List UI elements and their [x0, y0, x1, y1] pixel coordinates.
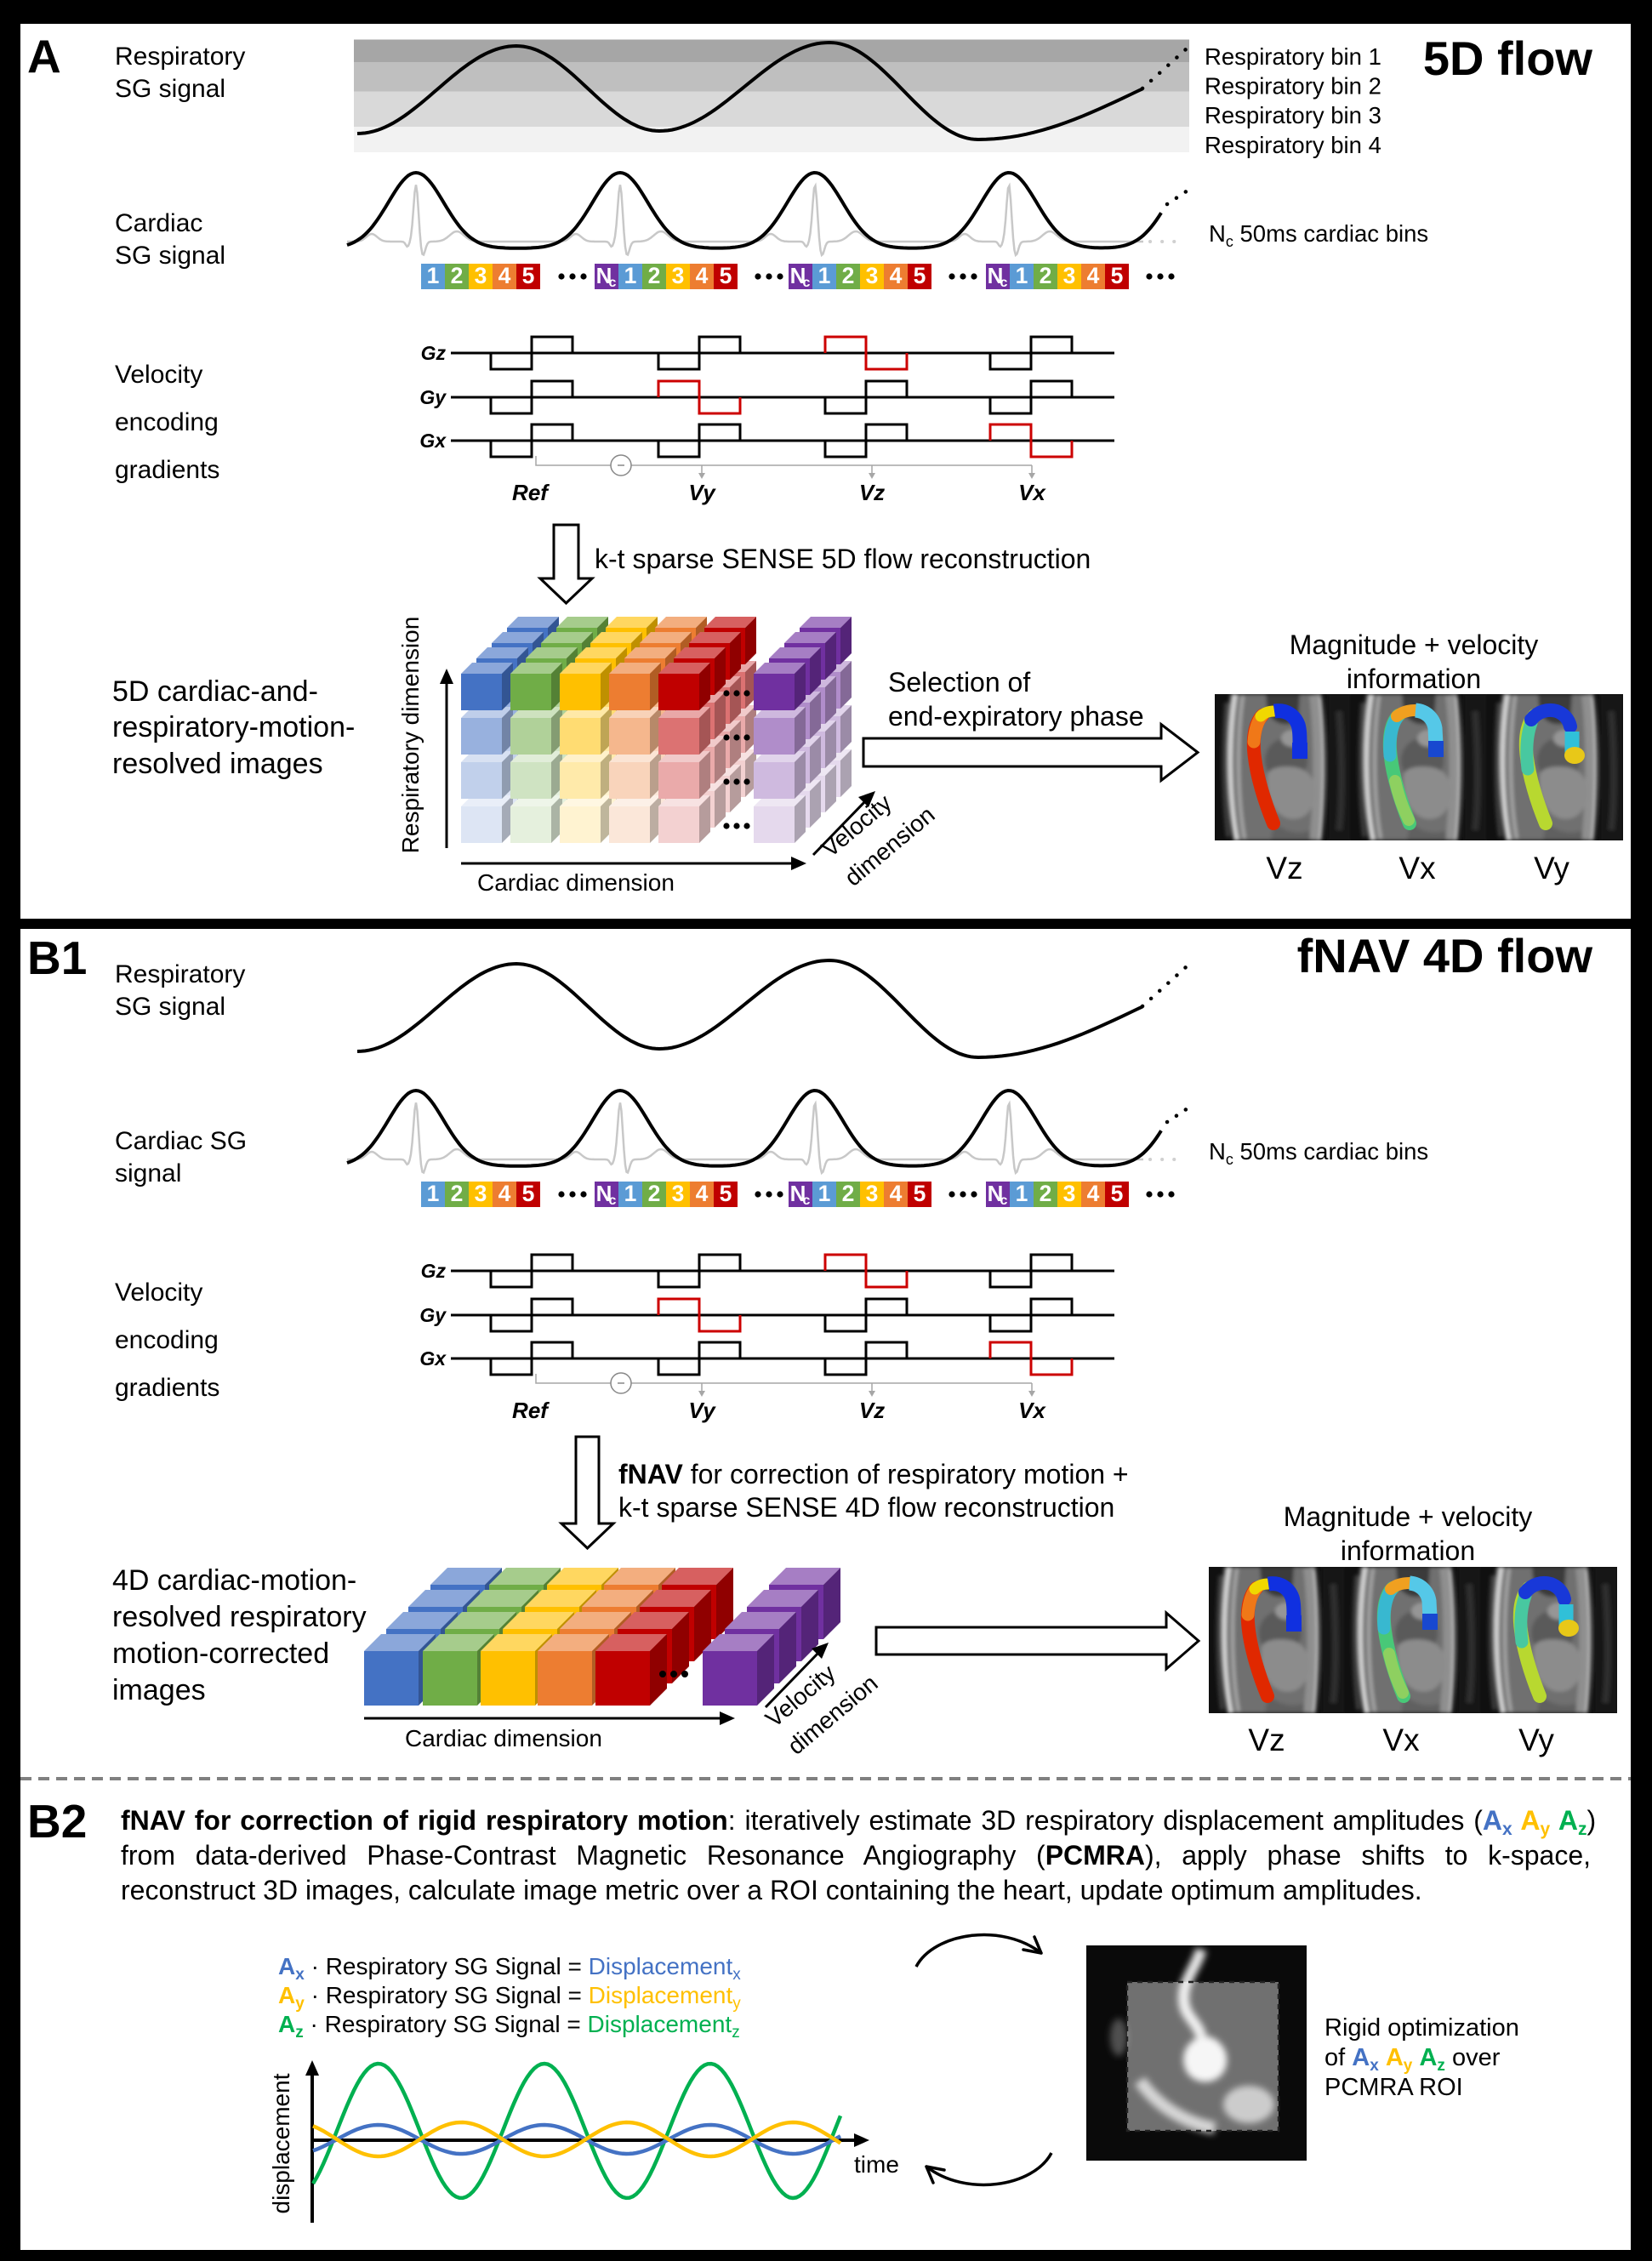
- svg-text:Cardiac dimension: Cardiac dimension: [477, 869, 675, 896]
- svg-text:SG signal: SG signal: [115, 242, 225, 270]
- svg-text:Selection of: Selection of: [888, 667, 1030, 698]
- svg-text:Rigid optimization: Rigid optimization: [1324, 2014, 1519, 2042]
- svg-text:information: information: [1341, 1535, 1475, 1566]
- svg-text:5D flow: 5D flow: [1423, 31, 1593, 85]
- svg-text:Respiratory bin 4: Respiratory bin 4: [1205, 132, 1381, 158]
- svg-text:B2: B2: [27, 1795, 87, 1848]
- svg-text:Respiratory dimension: Respiratory dimension: [397, 617, 424, 854]
- svg-text:Nc 50ms cardiac bins: Nc 50ms cardiac bins: [1209, 220, 1428, 250]
- svg-text:displacement: displacement: [268, 2073, 294, 2213]
- svg-text:Az · Respiratory SG Signal = D: Az · Respiratory SG Signal = Displacemen…: [278, 2011, 740, 2042]
- svg-text:encoding: encoding: [115, 1326, 219, 1354]
- svg-text:Cardiac dimension: Cardiac dimension: [405, 1725, 602, 1751]
- svg-text:Ay · Respiratory SG Signal = D: Ay · Respiratory SG Signal = Displacemen…: [278, 1982, 741, 2013]
- svg-text:Vy: Vy: [1518, 1723, 1554, 1757]
- svg-text:fNAV for correction of respira: fNAV for correction of respiratory motio…: [618, 1459, 1129, 1489]
- svg-text:gradients: gradients: [115, 1374, 219, 1402]
- svg-text:fNAV 4D flow: fNAV 4D flow: [1297, 929, 1593, 982]
- svg-text:time: time: [854, 2151, 899, 2178]
- svg-text:Vz: Vz: [1266, 851, 1302, 886]
- svg-text:Velocity: Velocity: [115, 361, 202, 389]
- svg-text:Nc 50ms cardiac bins: Nc 50ms cardiac bins: [1209, 1138, 1428, 1168]
- svg-text:gradients: gradients: [115, 456, 219, 484]
- svg-text:information: information: [1347, 663, 1481, 694]
- svg-text:A: A: [27, 30, 61, 83]
- svg-text:Ax · Respiratory SG Signal = D: Ax · Respiratory SG Signal = Displacemen…: [278, 1953, 741, 1984]
- svg-text:signal: signal: [115, 1159, 181, 1187]
- svg-text:Vx: Vx: [1382, 1723, 1420, 1757]
- svg-text:motion-corrected: motion-corrected: [112, 1637, 329, 1670]
- svg-text:Velocity: Velocity: [115, 1279, 202, 1307]
- svg-text:encoding: encoding: [115, 408, 219, 436]
- svg-text:k-t sparse SENSE 5D flow recon: k-t sparse SENSE 5D flow reconstruction: [595, 544, 1091, 574]
- svg-text:Magnitude + velocity: Magnitude + velocity: [1290, 629, 1539, 660]
- svg-text:end-expiratory phase: end-expiratory phase: [888, 701, 1144, 732]
- svg-text:PCMRA ROI: PCMRA ROI: [1324, 2074, 1463, 2101]
- svg-text:Respiratory bin 2: Respiratory bin 2: [1205, 73, 1381, 100]
- svg-text:respiratory-motion-: respiratory-motion-: [112, 711, 355, 743]
- svg-text:Vz: Vz: [1248, 1723, 1285, 1757]
- svg-text:resolved images: resolved images: [112, 748, 323, 780]
- svg-text:B1: B1: [27, 931, 87, 984]
- svg-text:Respiratory: Respiratory: [115, 960, 245, 988]
- svg-text:SG signal: SG signal: [115, 993, 225, 1021]
- svg-text:Respiratory bin 3: Respiratory bin 3: [1205, 102, 1381, 128]
- svg-text:images: images: [112, 1674, 206, 1706]
- svg-text:resolved respiratory: resolved respiratory: [112, 1601, 367, 1633]
- svg-text:Magnitude + velocity: Magnitude + velocity: [1284, 1501, 1533, 1532]
- svg-text:k-t sparse SENSE 4D flow recon: k-t sparse SENSE 4D flow reconstruction: [618, 1492, 1114, 1523]
- svg-text:4D cardiac-motion-: 4D cardiac-motion-: [112, 1564, 356, 1597]
- svg-text:of Ax Ay Az over: of Ax Ay Az over: [1324, 2044, 1501, 2075]
- svg-text:5D cardiac-and-: 5D cardiac-and-: [112, 675, 318, 708]
- svg-text:Vx: Vx: [1399, 851, 1436, 886]
- svg-text:SG signal: SG signal: [115, 75, 225, 103]
- svg-text:Vy: Vy: [1534, 851, 1569, 886]
- svg-text:Cardiac SG: Cardiac SG: [115, 1127, 247, 1155]
- svg-text:Respiratory bin 1: Respiratory bin 1: [1205, 43, 1381, 70]
- svg-text:Respiratory: Respiratory: [115, 43, 245, 71]
- svg-text:Cardiac: Cardiac: [115, 209, 202, 237]
